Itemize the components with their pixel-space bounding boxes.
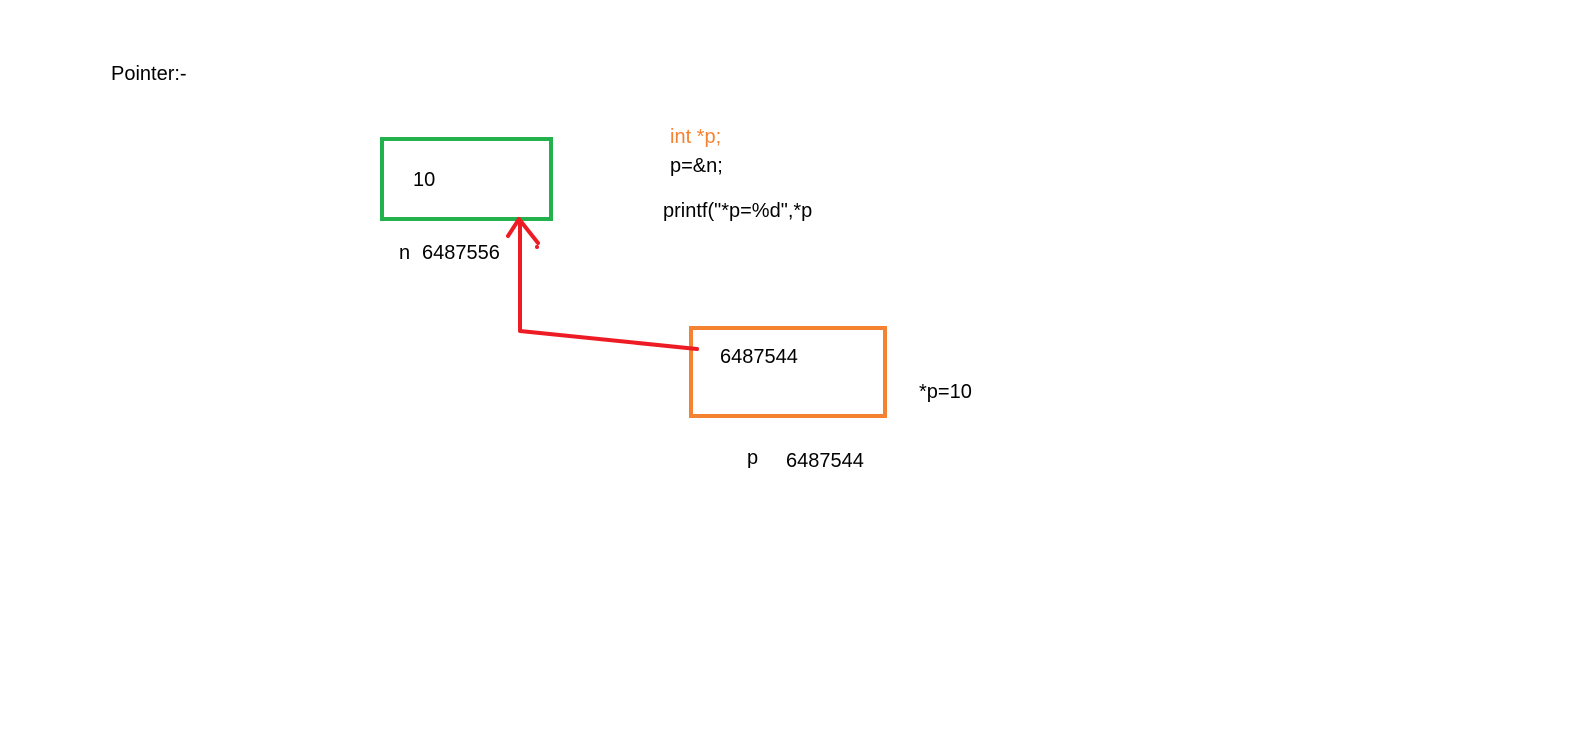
variable-n-box <box>380 137 553 221</box>
code-declaration: int *p; <box>670 126 722 148</box>
variable-n-name: n <box>399 242 411 264</box>
page-title: Pointer:- <box>111 63 187 85</box>
code-assignment: p=&n; <box>670 155 723 177</box>
pointer-p-address: 6487544 <box>786 450 864 472</box>
pointer-p-value: 6487544 <box>720 346 798 368</box>
pointer-p-box <box>689 326 887 418</box>
code-print-statement: printf("*p=%d",*p <box>663 200 813 222</box>
variable-n-value: 10 <box>413 169 436 191</box>
pointer-p-name: p <box>747 447 759 469</box>
pointer-arrow-line <box>518 220 699 351</box>
pointer-arrow-head <box>506 217 540 245</box>
dereference-result: *p=10 <box>919 381 972 403</box>
variable-n-address: 6487556 <box>422 242 500 264</box>
arrow-dot <box>535 245 539 249</box>
